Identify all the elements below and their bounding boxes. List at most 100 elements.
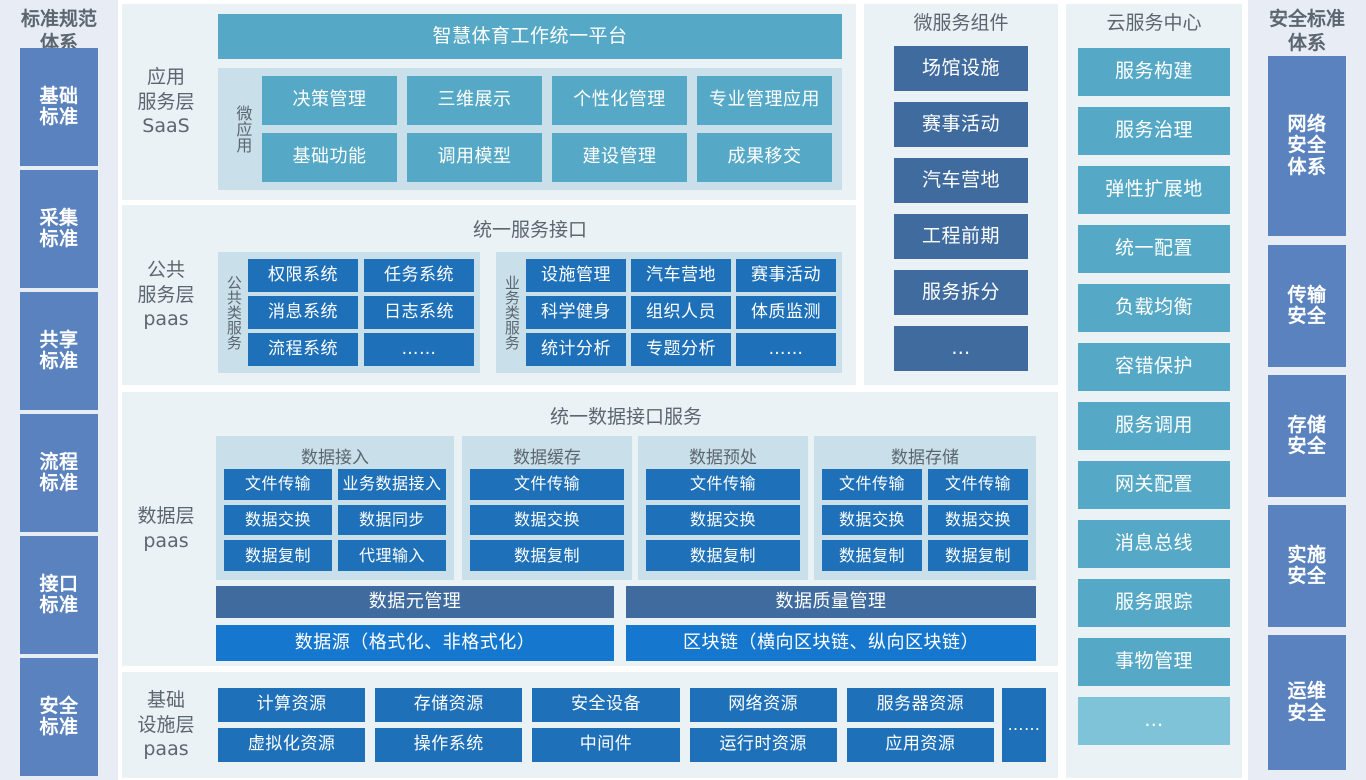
service-tile-1-5[interactable]: 体质监测	[736, 296, 836, 329]
infra-tile-r2-0[interactable]: 虚拟化资源	[218, 728, 366, 762]
standards-item-0[interactable]: 基础标准	[20, 48, 98, 166]
standards-item-3-line: 流程	[39, 450, 79, 473]
service-tile-1-3[interactable]: 科学健身	[526, 296, 626, 329]
cloud-service-item-3[interactable]: 统一配置	[1078, 225, 1230, 273]
infra-tile-r1-2[interactable]: 安全设备	[532, 688, 680, 722]
infrastructure-more-box[interactable]: ……	[1002, 688, 1046, 762]
paas-label-line1: 公共	[146, 258, 185, 281]
data-tile-0-4[interactable]: 数据复制	[224, 540, 332, 571]
app-tile-r2-2[interactable]: 建设管理	[552, 133, 687, 182]
microservice-item-0[interactable]: 场馆设施	[894, 46, 1028, 91]
data-tile-3-2[interactable]: 数据交换	[822, 504, 922, 536]
infra-tile-r2-2[interactable]: 中间件	[532, 728, 680, 762]
data-tile-2-0[interactable]: 文件传输	[646, 469, 800, 500]
microservice-item-1[interactable]: 赛事活动	[894, 102, 1028, 147]
data-tile-2-2[interactable]: 数据复制	[646, 540, 800, 571]
data-tile-3-1[interactable]: 文件传输	[928, 469, 1028, 500]
standards-item-2[interactable]: 共享标准	[20, 292, 98, 410]
service-tile-1-2[interactable]: 赛事活动	[736, 259, 836, 292]
cloud-service-item-0[interactable]: 服务构建	[1078, 48, 1230, 96]
service-tile-0-5[interactable]: ……	[364, 333, 474, 366]
standards-item-3-label: 流程标准	[39, 450, 79, 495]
service-tile-1-0[interactable]: 设施管理	[526, 259, 626, 292]
cloud-service-item-10[interactable]: 事物管理	[1078, 638, 1230, 686]
infra-tile-r1-0[interactable]: 计算资源	[218, 688, 366, 722]
data-tile-1-0[interactable]: 文件传输	[470, 469, 624, 500]
standards-item-5[interactable]: 安全标准	[20, 658, 98, 776]
infra-tile-r1-4[interactable]: 服务器资源	[846, 688, 994, 722]
cloud-service-item-4[interactable]: 负载均衡	[1078, 284, 1230, 332]
data-tile-3-3[interactable]: 数据交换	[928, 504, 1028, 536]
security-item-3[interactable]: 实施安全	[1268, 505, 1346, 627]
security-item-0[interactable]: 网络安全体系	[1268, 56, 1346, 236]
cloud-service-item-1[interactable]: 服务治理	[1078, 107, 1230, 155]
service-tile-1-8[interactable]: ……	[736, 333, 836, 366]
data-tile-0-2[interactable]: 数据交换	[224, 504, 332, 536]
microservice-item-5[interactable]: …	[894, 326, 1028, 371]
service-tile-1-4[interactable]: 组织人员	[631, 296, 731, 329]
app-tile-r2-3[interactable]: 成果移交	[697, 133, 832, 182]
app-tile-r1-1[interactable]: 三维展示	[407, 76, 542, 125]
data-tile-0-3[interactable]: 数据同步	[338, 504, 446, 536]
standards-item-4[interactable]: 接口标准	[20, 536, 98, 654]
service-tile-0-3[interactable]: 日志系统	[364, 296, 474, 329]
data-tile-3-0[interactable]: 文件传输	[822, 469, 922, 500]
service-tile-0-0[interactable]: 权限系统	[248, 259, 358, 292]
data-tile-1-1[interactable]: 数据交换	[470, 504, 624, 536]
microservice-item-3[interactable]: 工程前期	[894, 214, 1028, 259]
infra-tile-r2-4[interactable]: 应用资源	[846, 728, 994, 762]
app-label-line2: 服务层	[137, 90, 195, 113]
infra-tile-r1-3[interactable]: 网络资源	[689, 688, 837, 722]
service-tile-0-2[interactable]: 消息系统	[248, 296, 358, 329]
data-tile-2-1[interactable]: 数据交换	[646, 504, 800, 536]
security-item-4[interactable]: 运维安全	[1268, 635, 1346, 770]
blockchain-bar[interactable]: 区块链（横向区块链、纵向区块链）	[626, 625, 1036, 661]
paas-label-line3: paas	[143, 308, 189, 331]
data-tile-3-5[interactable]: 数据复制	[928, 540, 1028, 571]
security-standards-column: 安全标准 体系 网络安全体系传输安全存储安全实施安全运维安全	[1248, 0, 1366, 780]
cloud-service-item-5[interactable]: 容错保护	[1078, 343, 1230, 391]
app-tile-r1-2[interactable]: 个性化管理	[552, 76, 687, 125]
data-element-management-bar[interactable]: 数据元管理	[216, 586, 614, 618]
app-tile-r1-0[interactable]: 决策管理	[262, 76, 397, 125]
data-tile-0-0[interactable]: 文件传输	[224, 469, 332, 500]
security-item-0-line: 网络	[1287, 113, 1327, 136]
app-tile-r1-3[interactable]: 专业管理应用	[697, 76, 832, 125]
security-item-4-line: 安全	[1287, 701, 1327, 724]
service-tile-0-1[interactable]: 任务系统	[364, 259, 474, 292]
standards-item-0-line: 标准	[39, 106, 79, 128]
cloud-service-more-box[interactable]: …	[1078, 697, 1230, 745]
service-tile-0-4[interactable]: 流程系统	[248, 333, 358, 366]
unified-platform-title[interactable]: 智慧体育工作统一平台	[218, 14, 842, 59]
security-item-2[interactable]: 存储安全	[1268, 375, 1346, 497]
data-quality-management-bar[interactable]: 数据质量管理	[626, 586, 1036, 618]
cloud-service-item-7[interactable]: 网关配置	[1078, 461, 1230, 509]
cloud-service-item-8[interactable]: 消息总线	[1078, 520, 1230, 568]
data-tile-1-2[interactable]: 数据复制	[470, 540, 624, 571]
standards-item-3[interactable]: 流程标准	[20, 414, 98, 532]
data-tile-0-5[interactable]: 代理输入	[338, 540, 446, 571]
microservice-item-4[interactable]: 服务拆分	[894, 270, 1028, 315]
infrastructure-grid: 计算资源存储资源安全设备网络资源服务器资源虚拟化资源操作系统中间件运行时资源应用…	[218, 688, 994, 762]
data-group-grid-1: 文件传输数据交换数据复制	[470, 469, 624, 571]
infra-tile-r1-1[interactable]: 存储资源	[375, 688, 523, 722]
infra-tile-r2-1[interactable]: 操作系统	[375, 728, 523, 762]
cloud-service-item-2[interactable]: 弹性扩展地	[1078, 166, 1230, 214]
app-tile-r2-0[interactable]: 基础功能	[262, 133, 397, 182]
data-group-title-1: 数据缓存	[513, 448, 581, 468]
app-tile-r2-1[interactable]: 调用模型	[407, 133, 542, 182]
infra-tile-r2-3[interactable]: 运行时资源	[689, 728, 837, 762]
security-item-1[interactable]: 传输安全	[1268, 245, 1346, 367]
standards-item-1[interactable]: 采集标准	[20, 170, 98, 288]
data-tile-3-4[interactable]: 数据复制	[822, 540, 922, 571]
business-class-service-grid: 设施管理汽车营地赛事活动科学健身组织人员体质监测统计分析专题分析……	[526, 259, 836, 366]
service-tile-1-7[interactable]: 专题分析	[631, 333, 731, 366]
cloud-service-item-6[interactable]: 服务调用	[1078, 402, 1230, 450]
cloud-service-item-9[interactable]: 服务跟踪	[1078, 579, 1230, 627]
service-tile-1-6[interactable]: 统计分析	[526, 333, 626, 366]
service-tile-1-1[interactable]: 汽车营地	[631, 259, 731, 292]
data-source-bar[interactable]: 数据源（格式化、非格式化）	[216, 625, 614, 661]
public-class-service-grid: 权限系统任务系统消息系统日志系统流程系统……	[248, 259, 474, 366]
data-tile-0-1[interactable]: 业务数据接入	[338, 469, 446, 500]
microservice-item-2[interactable]: 汽车营地	[894, 158, 1028, 203]
